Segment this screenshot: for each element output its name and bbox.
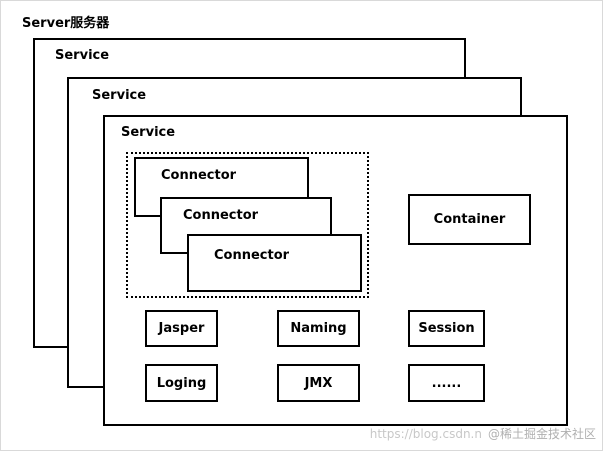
connector-group <box>126 152 369 298</box>
connector-box-3 <box>187 234 362 292</box>
jasper-box: Jasper <box>145 310 218 347</box>
naming-box: Naming <box>277 310 360 347</box>
jmx-box: JMX <box>277 364 360 402</box>
watermark-brand: @稀土掘金技术社区 <box>487 427 596 441</box>
watermark: https://blog.csdn.n @稀土掘金技术社区 <box>370 425 596 442</box>
loging-box: Loging <box>145 364 218 402</box>
more-box: ...... <box>408 364 485 402</box>
connector-label-1: Connector <box>161 168 237 183</box>
session-box: Session <box>408 310 485 347</box>
service-title-1: Service <box>55 48 110 63</box>
service-title-3: Service <box>121 125 176 140</box>
connector-label-2: Connector <box>183 208 259 223</box>
connector-label-3: Connector <box>214 248 290 263</box>
service-title-2: Service <box>92 88 147 103</box>
server-title: Server服务器 <box>22 16 110 31</box>
container-box: Container <box>408 194 531 245</box>
watermark-url: https://blog.csdn.n <box>369 427 482 441</box>
